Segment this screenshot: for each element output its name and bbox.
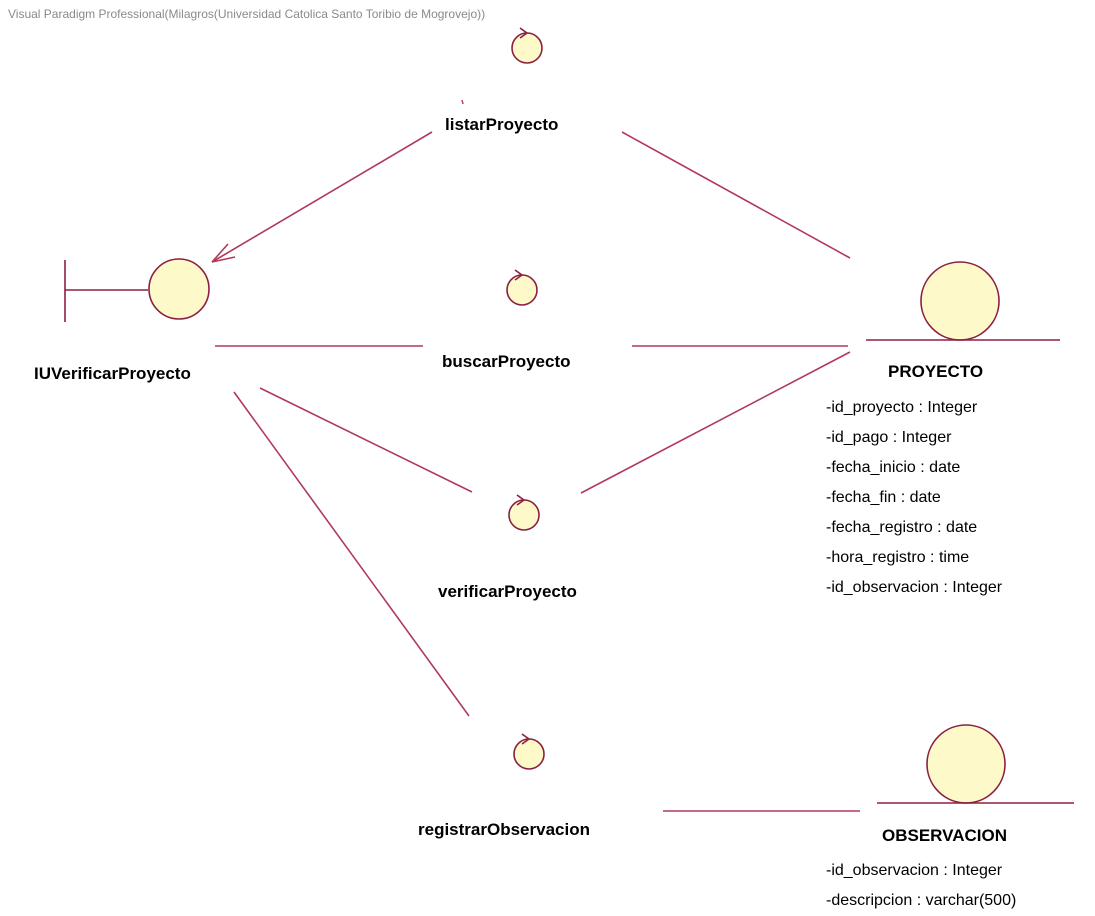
boundary-icon[interactable] bbox=[64, 258, 210, 322]
attribute-row: -id_proyecto : Integer bbox=[826, 399, 978, 416]
entity-icon-observacion[interactable] bbox=[877, 724, 1074, 804]
link-listar-to-ui[interactable] bbox=[211, 131, 433, 263]
attribute-row: -id_observacion : Integer bbox=[826, 579, 1003, 596]
boundary-label: IUVerificarProyecto bbox=[34, 364, 191, 383]
attribute-row: -fecha_registro : date bbox=[826, 519, 978, 536]
control-label-listar: listarProyecto bbox=[445, 115, 559, 134]
watermark-text: Visual Paradigm Professional(Milagros(Un… bbox=[8, 7, 486, 21]
entity-attributes-observacion: -id_observacion : Integer -descripcion :… bbox=[826, 856, 1016, 916]
control-label-registrar: registrarObservacion bbox=[418, 820, 590, 839]
attribute-row: -hora_registro : time bbox=[826, 549, 970, 566]
attribute-row: -descripcion : varchar(500) bbox=[826, 892, 1017, 909]
attribute-row: -fecha_fin : date bbox=[826, 489, 941, 506]
control-label-buscar: buscarProyecto bbox=[442, 352, 571, 371]
control-icon-verificar[interactable] bbox=[508, 494, 540, 531]
entity-icon-proyecto[interactable] bbox=[866, 261, 1060, 341]
link-ui-to-verificar[interactable] bbox=[259, 387, 473, 493]
attribute-row: -fecha_inicio : date bbox=[826, 459, 961, 476]
link-verificar-to-proyecto[interactable] bbox=[580, 351, 851, 494]
entity-label-observacion: OBSERVACION bbox=[882, 826, 1008, 845]
entity-label-proyecto: PROYECTO bbox=[888, 362, 984, 381]
control-label-verificar: verificarProyecto bbox=[438, 582, 577, 601]
stray-mark bbox=[461, 99, 464, 105]
control-icon-buscar[interactable] bbox=[506, 269, 538, 306]
link-listar-to-proyecto[interactable] bbox=[621, 131, 851, 259]
link-ui-to-registrar[interactable] bbox=[233, 391, 470, 717]
attribute-row: -id_observacion : Integer bbox=[826, 862, 1003, 879]
control-icon-listar[interactable] bbox=[511, 27, 543, 64]
control-icon-registrar[interactable] bbox=[513, 733, 545, 770]
attribute-row: -id_pago : Integer bbox=[826, 429, 952, 446]
entity-attributes-proyecto: -id_proyecto : Integer -id_pago : Intege… bbox=[826, 393, 1002, 603]
